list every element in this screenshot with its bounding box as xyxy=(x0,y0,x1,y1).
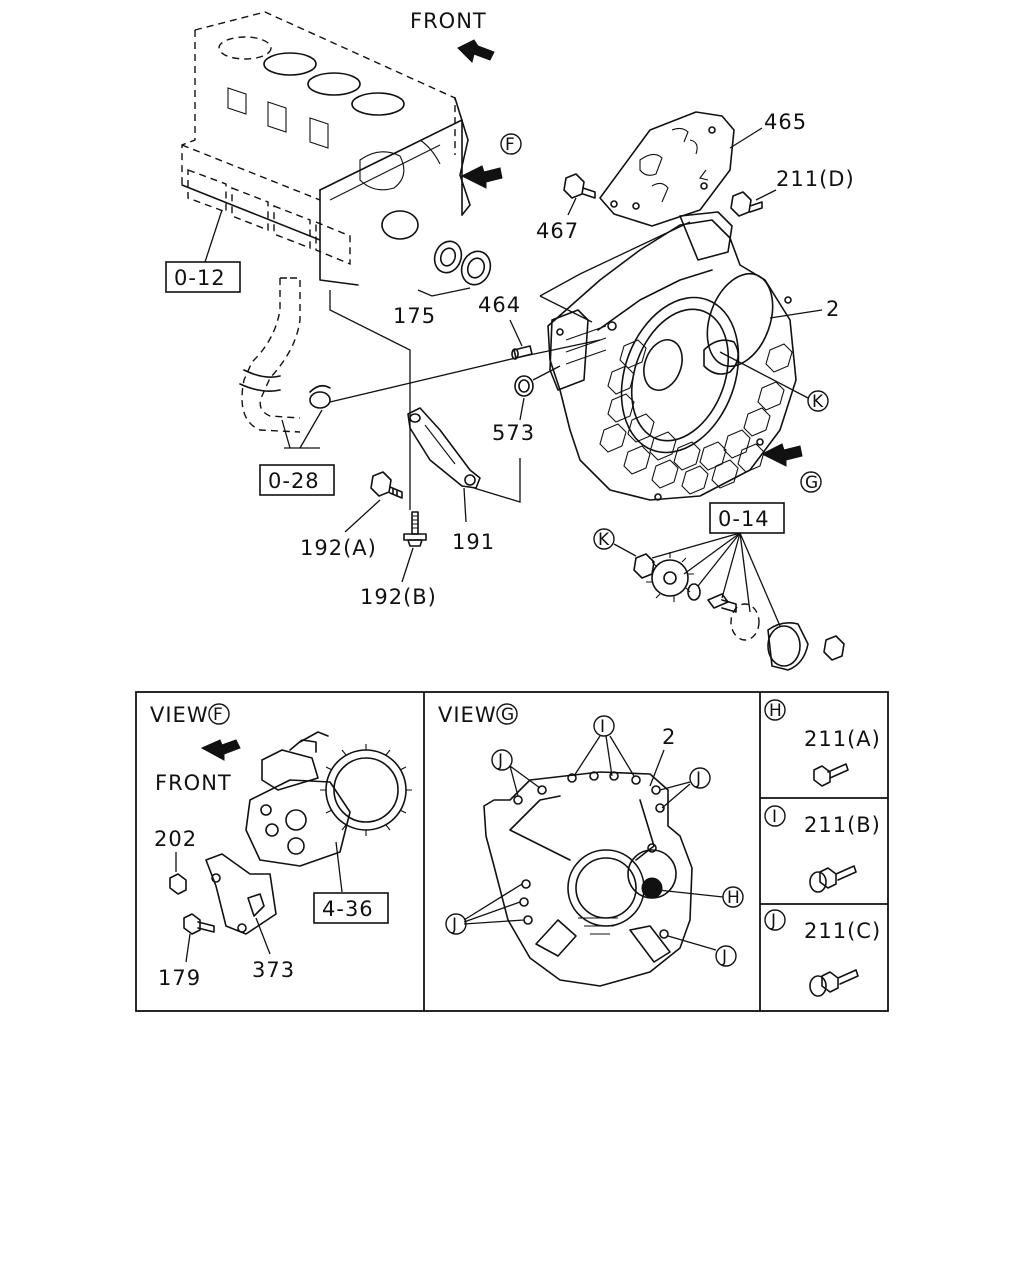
front-label-top: FRONT xyxy=(410,9,487,33)
view-g-title: VIEW xyxy=(438,703,497,727)
k-marker-gear xyxy=(593,528,615,550)
bracket-373-drawing xyxy=(205,853,277,935)
view-g-j-letter-3: J xyxy=(451,915,457,935)
view-f-front-label: FRONT xyxy=(155,771,232,795)
part-211d-label: 211(D) xyxy=(776,167,855,191)
k-marker-housing-letter: K xyxy=(812,392,824,412)
part-192b-label: 192(B) xyxy=(360,585,437,609)
ref-4-36-label: 4-36 xyxy=(322,897,374,921)
view-g-i-letter: I xyxy=(600,717,605,737)
legend-i-part: 211(B) xyxy=(804,813,881,837)
view-f-arrow xyxy=(460,165,503,189)
views-frame xyxy=(135,691,889,1012)
breather-hose-drawing xyxy=(239,277,331,433)
view-g-arrow xyxy=(760,443,803,467)
injection-pump-drawing xyxy=(245,731,412,867)
front-arrow-top xyxy=(457,39,495,63)
bracket-191-drawing xyxy=(407,407,481,489)
view-g-panel: VIEW G xyxy=(438,703,744,987)
legend-h-letter: H xyxy=(769,701,782,721)
bolt-192a-drawing xyxy=(370,471,403,499)
view-f-title: VIEW xyxy=(150,703,209,727)
legend-j-part: 211(C) xyxy=(804,919,881,943)
view-f-marker-letter: F xyxy=(505,135,515,155)
engine-block-drawing xyxy=(181,11,471,286)
ref-box-4-36 xyxy=(313,892,389,924)
o-ring-573-drawing xyxy=(514,375,534,397)
part-573-label: 573 xyxy=(492,421,535,445)
ref-box-0-12 xyxy=(165,261,241,293)
bolt-467-drawing xyxy=(563,173,596,199)
part-373-label: 373 xyxy=(252,958,295,982)
part-192a-label: 192(A) xyxy=(300,536,377,560)
bolt-192b-drawing xyxy=(403,511,427,547)
view-f-front-arrow xyxy=(200,739,241,761)
part-179-label: 179 xyxy=(158,966,201,990)
nut-202-drawing xyxy=(169,873,187,895)
bolt-179-drawing xyxy=(183,913,215,935)
gear-assembly-0-14-drawing xyxy=(633,552,845,671)
oil-seal-175-drawing xyxy=(417,240,492,297)
view-g-h-letter: H xyxy=(727,888,740,908)
cover-plate-465-drawing xyxy=(599,111,735,227)
bolt-211d-drawing xyxy=(730,191,763,217)
view-g-title-letter: G xyxy=(501,705,514,725)
part-2-label: 2 xyxy=(826,297,840,321)
legend-i: I 211(B) xyxy=(764,805,881,893)
flywheel-housing-drawing xyxy=(547,211,797,501)
legend-j: J 211(C) xyxy=(764,909,881,997)
ref-0-12-label: 0-12 xyxy=(174,266,226,290)
part-191-label: 191 xyxy=(452,530,495,554)
view-g-j-letter-1: J xyxy=(497,751,503,771)
ref-box-0-28 xyxy=(259,464,335,496)
legend-i-letter: I xyxy=(772,807,777,827)
view-g-j-letter-4: J xyxy=(721,947,727,967)
part-465-label: 465 xyxy=(764,110,807,134)
view-g-marker-letter: G xyxy=(805,473,818,493)
legend-h-part: 211(A) xyxy=(804,727,881,751)
housing-rear-view-drawing xyxy=(483,771,693,987)
k-marker-housing xyxy=(807,390,829,412)
view-f-panel: VIEW F FRONT 202 xyxy=(150,703,412,990)
ref-0-14-label: 0-14 xyxy=(718,507,770,531)
ref-0-28-label: 0-28 xyxy=(268,469,320,493)
part-467-label: 467 xyxy=(536,219,579,243)
part-464-label: 464 xyxy=(478,293,521,317)
part-175-label: 175 xyxy=(393,304,436,328)
view-f-marker xyxy=(500,133,522,155)
part-202-label: 202 xyxy=(154,827,197,851)
view-f-title-letter: F xyxy=(213,705,223,725)
k-marker-gear-letter: K xyxy=(598,530,610,550)
legend-j-letter: J xyxy=(770,911,776,931)
dowel-pin-464-drawing xyxy=(511,345,533,360)
view-g-marker xyxy=(800,471,822,493)
ref-box-0-14 xyxy=(709,502,785,534)
view-g-j-letter-2: J xyxy=(695,769,701,789)
view-g-part-2-label: 2 xyxy=(662,725,676,749)
legend-h: H 211(A) xyxy=(764,699,881,787)
